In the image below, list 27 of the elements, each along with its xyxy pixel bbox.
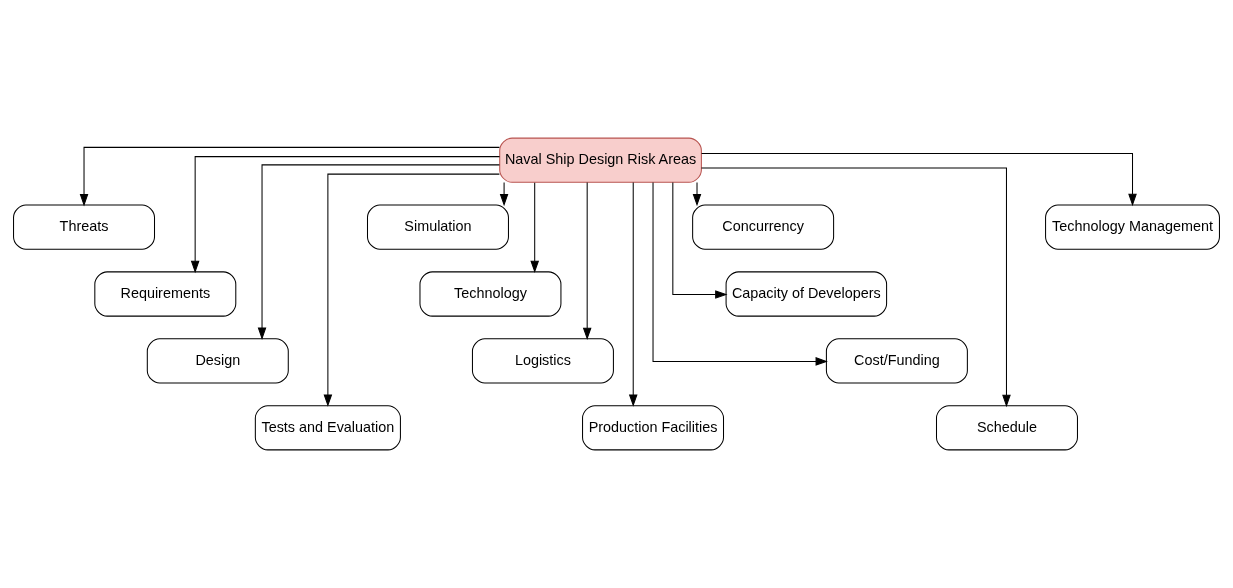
arrow [499, 182, 509, 207]
arrow [530, 182, 540, 274]
node-box: Tests and Evaluation [254, 405, 401, 451]
arrow [79, 146, 500, 207]
arrow [190, 156, 501, 274]
node-box: Technology [419, 271, 562, 317]
arrow [672, 181, 728, 299]
node-box: Production Facilities [582, 405, 725, 451]
arrow [257, 164, 500, 340]
node-box: Simulation [367, 204, 509, 250]
node-box: Concurrency [692, 204, 835, 250]
node-box: Design [146, 338, 289, 384]
node-box: Technology Management [1045, 204, 1220, 250]
arrow [628, 182, 638, 407]
arrow [692, 182, 702, 207]
node-box: Naval Ship Design Risk Areas [499, 137, 702, 183]
node-box: Requirements [94, 271, 237, 317]
node-box: Cost/Funding [825, 338, 968, 384]
arrow [323, 173, 500, 407]
arrow [700, 167, 1011, 408]
arrow [701, 153, 1137, 207]
node-box: Threats [13, 204, 156, 250]
arrow [652, 182, 828, 366]
node-box: Logistics [471, 338, 614, 384]
node-box: Capacity of Developers [725, 271, 888, 317]
arrow [582, 181, 592, 341]
node-box: Schedule [936, 405, 1078, 451]
